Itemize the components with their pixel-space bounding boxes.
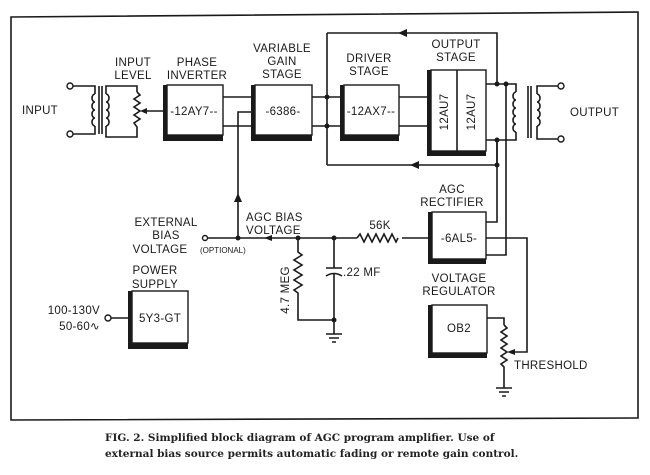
threshold-potentiometer[interactable] bbox=[499, 324, 509, 388]
agc-rectifier-block: -6AL5- bbox=[428, 211, 487, 264]
input-level-label: INPUT bbox=[115, 57, 151, 69]
input-terminal-bottom bbox=[66, 130, 74, 138]
phase-inverter-label-2: INVERTER bbox=[167, 70, 227, 82]
variable-gain-label-3: STAGE bbox=[262, 69, 302, 81]
arrow-left-icon bbox=[264, 235, 272, 241]
junction-dot bbox=[494, 137, 500, 143]
capacitor bbox=[325, 238, 343, 334]
phase-inverter-label: PHASE bbox=[177, 57, 218, 69]
output-wires bbox=[486, 83, 517, 256]
variable-gain-label: VARIABLE bbox=[253, 43, 311, 55]
driver-block: -12AX7-- bbox=[340, 84, 400, 141]
external-bias-terminal[interactable] bbox=[201, 234, 209, 242]
agc-bias-label-2: VOLTAGE bbox=[246, 225, 301, 237]
frame bbox=[10, 11, 639, 421]
mains-voltage-label: 100-130V bbox=[48, 305, 100, 317]
input-level-potentiometer[interactable] bbox=[132, 91, 142, 128]
junction-dot bbox=[503, 81, 509, 87]
junction-dot bbox=[494, 81, 500, 87]
driver-label-2: STAGE bbox=[349, 66, 389, 78]
variable-gain-label-2: GAIN bbox=[267, 56, 296, 68]
power-supply-label: POWER bbox=[133, 265, 178, 277]
resistor-4-7-meg-label: 4.7 MEG bbox=[280, 266, 292, 313]
input-transformer bbox=[73, 85, 138, 138]
input-label: INPUT bbox=[22, 105, 58, 117]
external-bias-label-3: VOLTAGE bbox=[133, 244, 188, 256]
threshold-wires bbox=[486, 237, 528, 353]
voltage-regulator-block: OB2 bbox=[428, 304, 488, 358]
junction-dot bbox=[235, 235, 241, 241]
tube-5y3-gt: 5Y3-GT bbox=[139, 313, 181, 325]
threshold-label: THRESHOLD bbox=[514, 360, 588, 372]
tube-6386: -6386- bbox=[265, 106, 300, 118]
output-terminal-top bbox=[557, 82, 565, 90]
arrow-left-icon bbox=[410, 161, 419, 169]
wire bbox=[399, 96, 427, 127]
output-stage-block: 12AU7 12AU7 bbox=[427, 69, 487, 156]
ground-icon bbox=[326, 333, 342, 343]
junction-dot bbox=[494, 162, 500, 168]
junction-dot bbox=[324, 94, 330, 100]
power-supply-label-2: SUPPLY bbox=[132, 279, 178, 291]
mains-frequency-label: 50-60∿ bbox=[59, 321, 100, 333]
phase-inverter-block: -12AY7-- bbox=[163, 84, 224, 141]
wiper-arrow-icon bbox=[140, 108, 147, 114]
agc-rectifier-label: AGC bbox=[439, 184, 465, 196]
output-stage-label: OUTPUT bbox=[431, 39, 480, 51]
agc-bias-label: AGC BIAS bbox=[246, 212, 303, 224]
junction-dot bbox=[324, 123, 330, 129]
wiper-arrow-icon bbox=[507, 349, 515, 355]
tube-12ax7: -12AX7-- bbox=[347, 106, 395, 118]
resistor-4-7-meg bbox=[292, 238, 334, 321]
power-supply-block: 5Y3-GT bbox=[128, 290, 189, 349]
tube-6al5: -6AL5- bbox=[441, 233, 477, 245]
optional-label: (OPTIONAL) bbox=[200, 246, 246, 255]
tube-12ay7: -12AY7-- bbox=[170, 106, 218, 118]
tube-12au7-b: 12AU7 bbox=[466, 94, 478, 131]
external-bias-label: EXTERNAL bbox=[134, 217, 197, 229]
voltage-regulator-label: VOLTAGE bbox=[432, 273, 487, 285]
caption-line-2: external bias source permits automatic f… bbox=[105, 448, 518, 460]
arrow-left-icon bbox=[398, 29, 407, 37]
tube-12au7-a: 12AU7 bbox=[439, 94, 451, 131]
resistor-56k-label: 56K bbox=[369, 220, 390, 232]
tube-ob2: OB2 bbox=[447, 323, 471, 335]
voltage-regulator-label-2: REGULATOR bbox=[422, 286, 495, 298]
output-terminal-bottom bbox=[557, 135, 565, 143]
output-transformer bbox=[512, 85, 558, 140]
input-level-label-2: LEVEL bbox=[114, 70, 152, 82]
ground-icon bbox=[496, 387, 512, 397]
agc-rectifier-label-2: RECTIFIER bbox=[420, 197, 483, 209]
capacitor-label: .22 MF bbox=[343, 267, 381, 279]
driver-label: DRIVER bbox=[346, 53, 391, 65]
mains-terminal bbox=[104, 314, 112, 322]
wire bbox=[223, 96, 251, 127]
external-bias-label-2: BIAS bbox=[152, 230, 179, 242]
junction-dot bbox=[331, 317, 337, 323]
output-label: OUTPUT bbox=[570, 107, 619, 119]
variable-gain-block: -6386- bbox=[251, 84, 313, 141]
resistor-56k bbox=[356, 232, 399, 244]
output-stage-label-2: STAGE bbox=[436, 52, 476, 64]
arrow-up-icon bbox=[234, 193, 242, 202]
input-terminal-top bbox=[66, 82, 74, 90]
caption-line-1: FIG. 2. Simplified block diagram of AGC … bbox=[105, 432, 496, 444]
